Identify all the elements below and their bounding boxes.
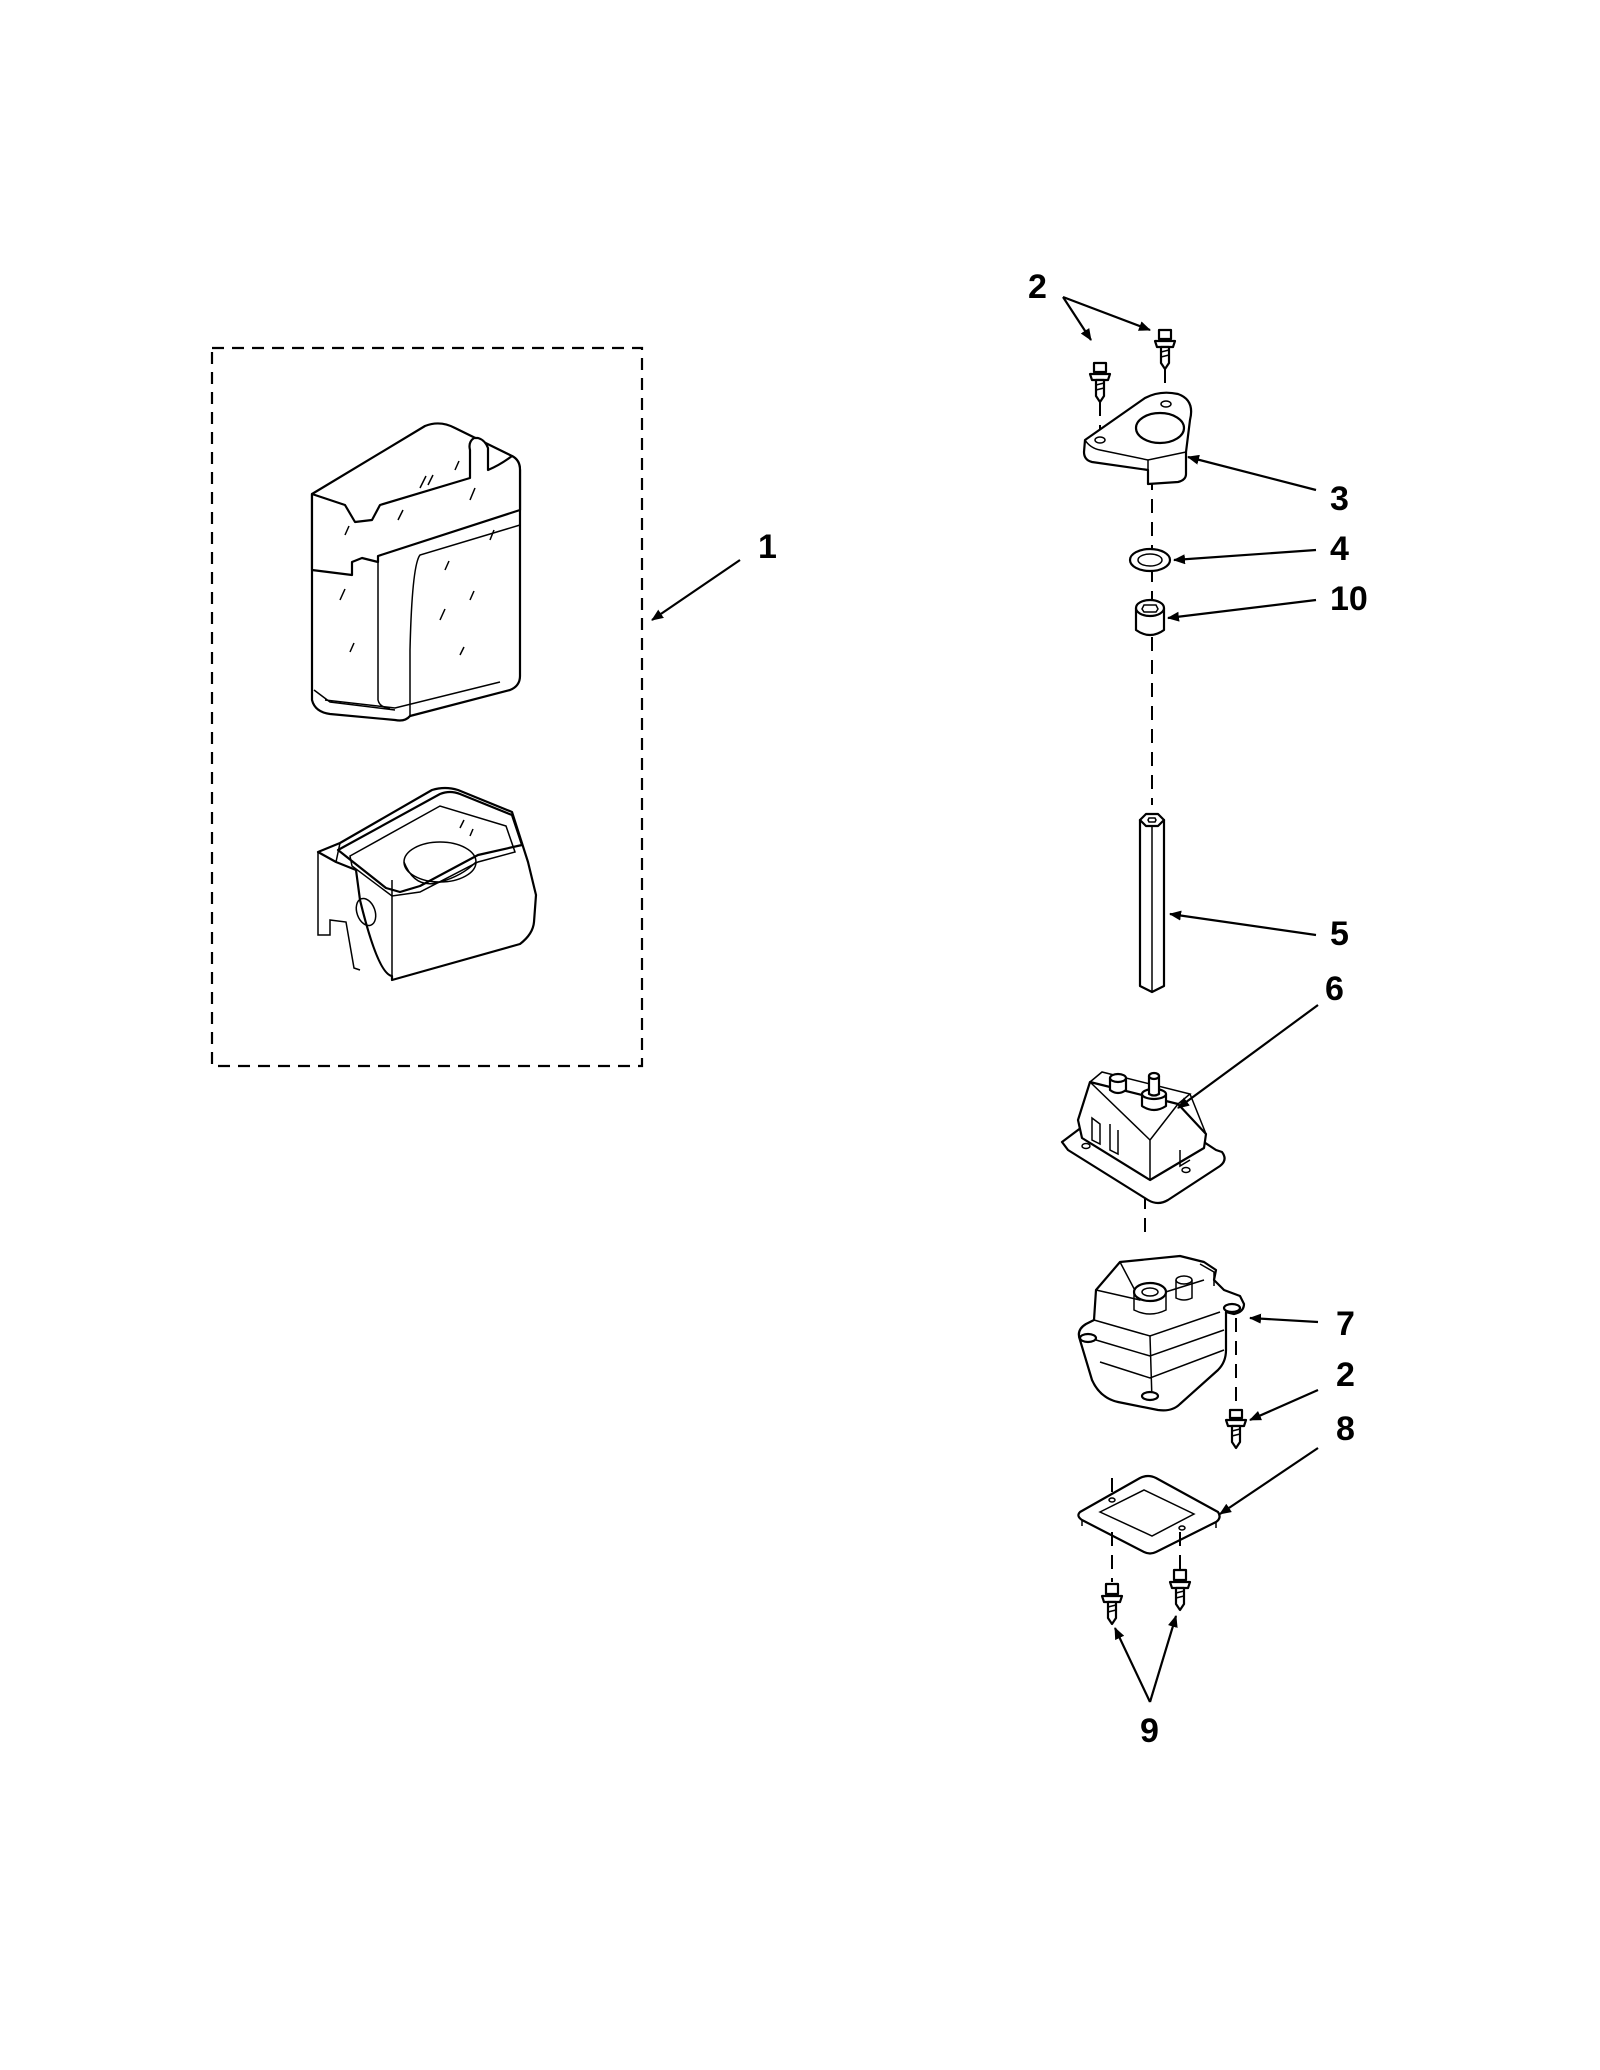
- callout-3: 3: [1330, 480, 1349, 518]
- ice-bin-base-part: [316, 786, 538, 982]
- leader-line-2a: [1062, 296, 1092, 341]
- motor-cover-part: [1060, 1071, 1226, 1205]
- right-assembly-group: 2 3: [1028, 268, 1368, 1750]
- callout-2-bottom: 2: [1336, 1356, 1355, 1394]
- leader-line-10: [1167, 598, 1317, 622]
- callout-4: 4: [1330, 530, 1349, 568]
- washer-part: [1128, 547, 1172, 573]
- gasket-part: [1077, 1474, 1221, 1555]
- leader-line-7: [1249, 1313, 1319, 1324]
- screw-motor-part: [1224, 1408, 1248, 1450]
- leader-line-5: [1169, 910, 1317, 937]
- ice-bin-cover-part: [310, 422, 522, 722]
- leader-line-1: [651, 559, 741, 621]
- screw-top-right-part: [1153, 328, 1177, 371]
- callout-7: 7: [1336, 1305, 1355, 1343]
- bushing-part: [1134, 598, 1166, 637]
- leader-line-8: [1219, 1447, 1319, 1515]
- leader-line-4: [1173, 548, 1317, 565]
- leader-line-3: [1187, 454, 1317, 492]
- leader-line-2c: [1249, 1388, 1319, 1422]
- hex-shaft-part: [1138, 812, 1166, 994]
- screw-9-right-part: [1168, 1568, 1192, 1612]
- callout-6: 6: [1325, 970, 1344, 1008]
- screw-top-left-part: [1088, 361, 1112, 404]
- callout-8: 8: [1336, 1410, 1355, 1448]
- leader-line-9b: [1148, 1615, 1178, 1703]
- auger-motor-part: [1077, 1254, 1246, 1412]
- callout-10: 10: [1330, 580, 1368, 618]
- callout-1: 1: [758, 528, 777, 566]
- leader-line-6: [1177, 1004, 1319, 1109]
- mounting-bracket-part: [1082, 391, 1193, 486]
- kit-dashed-outline: [210, 346, 644, 1068]
- kit-1-group: 1: [210, 346, 777, 1068]
- callout-2-top: 2: [1028, 268, 1047, 306]
- screw-9-left-part: [1100, 1582, 1124, 1626]
- leader-line-9a: [1114, 1627, 1151, 1703]
- leader-line-2b: [1062, 295, 1151, 332]
- callout-9: 9: [1140, 1712, 1159, 1750]
- callout-5: 5: [1330, 915, 1349, 953]
